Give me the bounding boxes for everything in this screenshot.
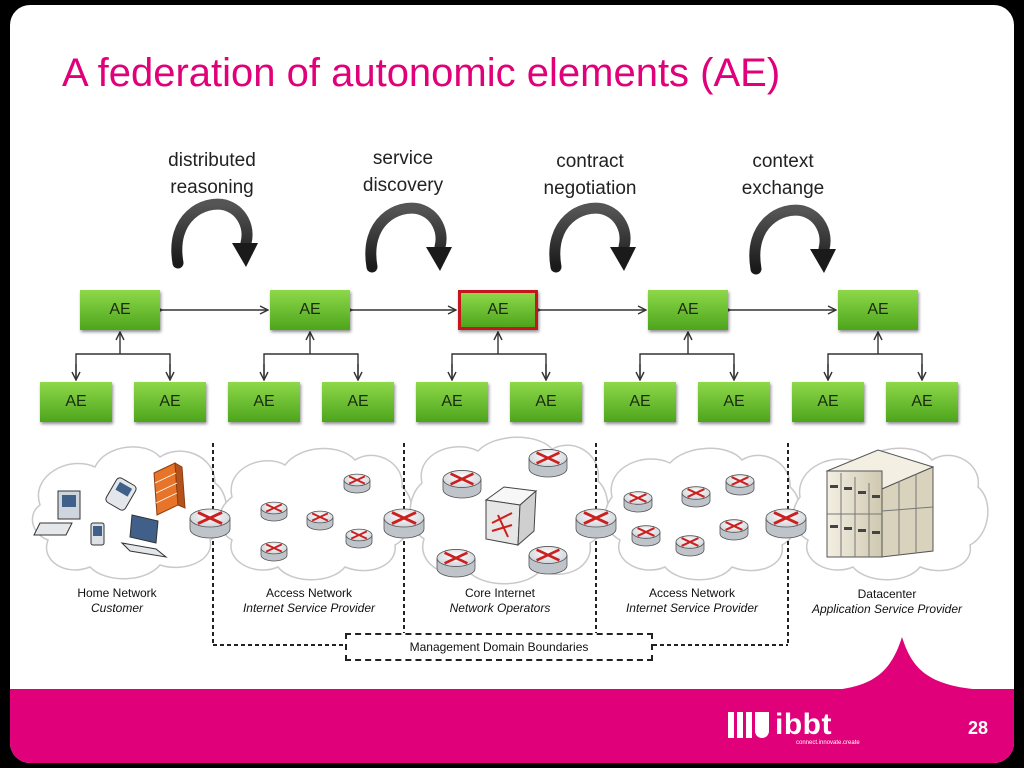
ae-bottom-5: AE [416,382,488,422]
ae-top-5: AE [838,290,918,330]
router-icon [719,519,749,541]
domain-label-access-network-2: Access Network Internet Service Provider [625,586,759,615]
process-label-context-exchange: context exchange [741,151,825,199]
core-switch-icon [484,486,538,547]
router-icon [528,449,568,478]
curved-arrow-icon [365,202,452,273]
diagram-graphics [31,198,989,646]
ae-top-3-selected: AE [458,290,538,330]
process-label-contract-negotiation: contract negotiation [543,151,637,199]
router-icon [631,525,661,547]
datacenter-servers-icon [825,449,935,558]
router-icon [189,508,231,539]
router-icon [436,549,476,578]
router-icon [528,546,568,575]
domain-label-datacenter: Datacenter Application Service Provider [811,587,963,616]
router-icon [623,491,653,513]
ae-bottom-1: AE [40,382,112,422]
ae-bottom-10: AE [886,382,958,422]
slide-title: A federation of autonomic elements (AE) [62,51,781,95]
curved-arrow-icon [171,198,258,269]
router-icon [345,528,373,549]
ae-bottom-7: AE [604,382,676,422]
domain-label-core-internet: Core Internet Network Operators [449,586,551,615]
management-domain-boundaries-label: Management Domain Boundaries [345,633,653,661]
ae-bottom-9: AE [792,382,864,422]
desktop-computer-icon [33,490,81,536]
ae-top-2: AE [270,290,350,330]
logo-tagline: connect.innovate.create [796,740,860,746]
hierarchy-links [76,332,922,380]
curved-arrow-icon [749,204,836,275]
slide: A federation of autonomic elements (AE) … [10,5,1014,763]
router-icon [725,474,755,496]
domain-label-access-network-1: Access Network Internet Service Provider [242,586,376,615]
ae-bottom-2: AE [134,382,206,422]
ae-bottom-8: AE [698,382,770,422]
domain-label-home-network: Home Network Customer [77,586,157,615]
curved-arrow-icon [549,202,636,273]
ae-bottom-3: AE [228,382,300,422]
footer-band [10,689,1014,763]
ae-bottom-6: AE [510,382,582,422]
ibbt-logo-mark-icon [728,712,769,738]
ae-top-4: AE [648,290,728,330]
phone-icon [105,477,137,511]
firewall-icon [153,462,186,516]
router-icon [260,501,288,522]
router-icon [306,510,334,531]
router-icon [765,508,807,539]
router-icon [681,486,711,508]
ibbt-logo: ibbt [728,705,832,745]
laptop-icon [120,514,168,558]
ae-bottom-4: AE [322,382,394,422]
process-label-distributed-reasoning: distributed reasoning [168,150,256,198]
router-icon [675,535,705,557]
router-icon [383,508,425,539]
router-group [189,449,807,578]
page-number: 28 [968,718,989,738]
router-icon [575,508,617,539]
router-icon [260,541,288,562]
pda-icon [90,522,105,546]
ae-top-1: AE [80,290,160,330]
router-icon [442,470,482,499]
process-label-service-discovery: service discovery [362,148,444,196]
router-icon [343,473,371,494]
